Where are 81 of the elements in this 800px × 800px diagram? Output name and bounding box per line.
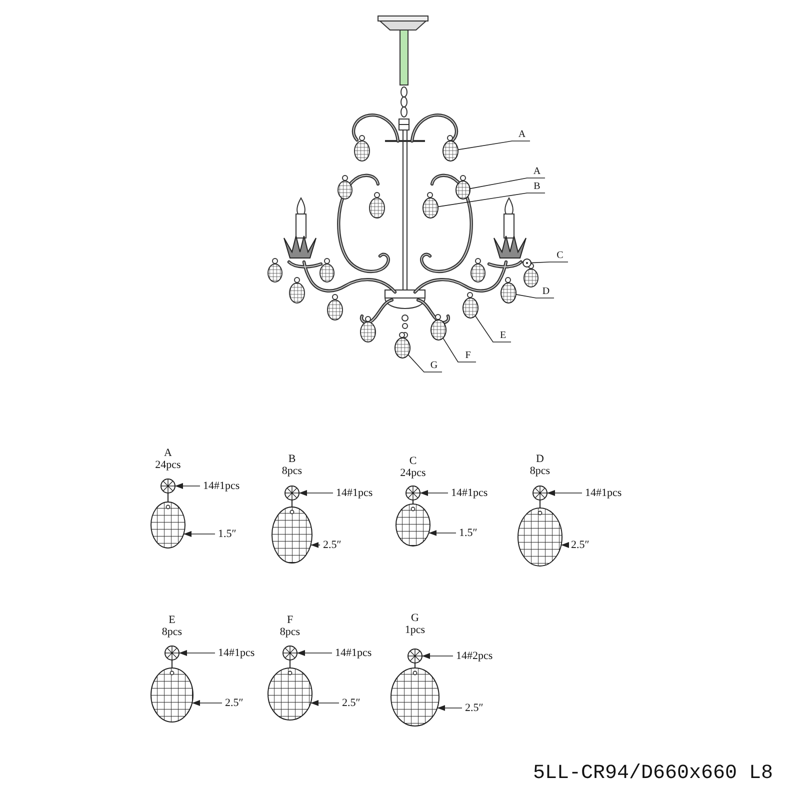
bead-spec-label: 14#1pcs [200, 479, 240, 493]
part-letter: E [168, 614, 176, 626]
quantity-label: 8pcs [278, 626, 302, 638]
quantity-label: 8pcs [528, 465, 552, 477]
leader-line [428, 530, 456, 536]
bead-spec-label: 14#1pcs [582, 486, 622, 500]
leader-line [298, 490, 334, 496]
leader-line [296, 650, 332, 656]
crystal-drop [455, 180, 471, 200]
leader-line [437, 192, 546, 208]
crystal-drop [150, 501, 186, 549]
quantity-label: 8pcs [160, 626, 184, 638]
size-label: 1.5″ [215, 527, 236, 541]
leader-line [436, 705, 462, 711]
leader-line [422, 653, 454, 659]
bead-spec-label: 14#1pcs [448, 486, 488, 500]
callout-letter: E [495, 330, 511, 342]
part-letter: G [410, 612, 420, 624]
leader-line [192, 700, 222, 706]
leader-line [174, 483, 200, 489]
leader-line [442, 337, 476, 362]
crystal-bead [164, 645, 180, 661]
crystal-drop [267, 667, 313, 721]
leader-line [530, 262, 568, 264]
size-label: 1.5″ [456, 526, 478, 540]
bead-spec-label: 14#1pcs [215, 646, 255, 660]
callout-letter: A [514, 129, 530, 141]
part-letter: C [408, 455, 418, 467]
part-letter: D [535, 453, 545, 465]
crystal-bead [532, 485, 548, 501]
crystal-drop [394, 337, 410, 359]
crystal-drop [150, 667, 194, 723]
size-label: 2.5″ [320, 538, 342, 552]
quantity-label: 24pcs [399, 467, 427, 479]
part-letter: F [286, 614, 294, 626]
quantity-label: 24pcs [154, 459, 182, 471]
callout-letter: C [552, 250, 568, 262]
bead-spec-label: 14#1pcs [333, 486, 373, 500]
crystal-bead [282, 645, 298, 661]
crystal-bead [407, 648, 423, 664]
part-letter: A [163, 447, 173, 459]
leader-line [310, 542, 320, 548]
size-label: 2.5″ [462, 701, 484, 715]
leader-line [407, 354, 442, 372]
leader-line [183, 531, 216, 537]
crystal-drop [442, 140, 458, 162]
crystal-drop [422, 197, 438, 219]
leader-line [515, 294, 554, 298]
leader-line [178, 650, 216, 656]
size-label: 2.5″ [339, 696, 360, 710]
crystal-drop [390, 667, 440, 727]
quantity-label: 1pcs [404, 624, 426, 636]
crystal-bead [160, 478, 176, 494]
bead-spec-label: 14#1pcs [332, 646, 372, 660]
quantity-label: 8pcs [280, 465, 304, 477]
crystal-bead [522, 258, 532, 268]
size-label: 2.5″ [222, 696, 244, 710]
crystal-drop [500, 282, 516, 304]
leader-line [420, 490, 448, 496]
crystal-bead [284, 485, 300, 501]
crystal-bead [405, 485, 421, 501]
leader-line [560, 542, 570, 548]
callout-letter: D [538, 286, 554, 298]
leader-line [474, 315, 512, 342]
callout-letter: F [460, 350, 476, 362]
callout-letter: B [529, 181, 545, 193]
bead-spec-label: 14#2pcs [453, 649, 493, 663]
leader-line [457, 140, 530, 150]
callout-letter: A [529, 166, 545, 178]
size-label: 2.5″ [568, 538, 590, 552]
crystal-drop [517, 507, 563, 567]
crystal-drop [462, 297, 478, 319]
crystal-drop [395, 503, 431, 547]
leader-line [546, 490, 582, 496]
crystal-drop [271, 506, 313, 564]
model-number: 5LL-CR94/D660x660 L8 [533, 762, 774, 786]
crystal-drop [430, 319, 446, 341]
part-letter: B [287, 453, 297, 465]
leader-line [310, 700, 340, 706]
leader-line [470, 178, 546, 190]
callout-letter: G [426, 360, 442, 372]
